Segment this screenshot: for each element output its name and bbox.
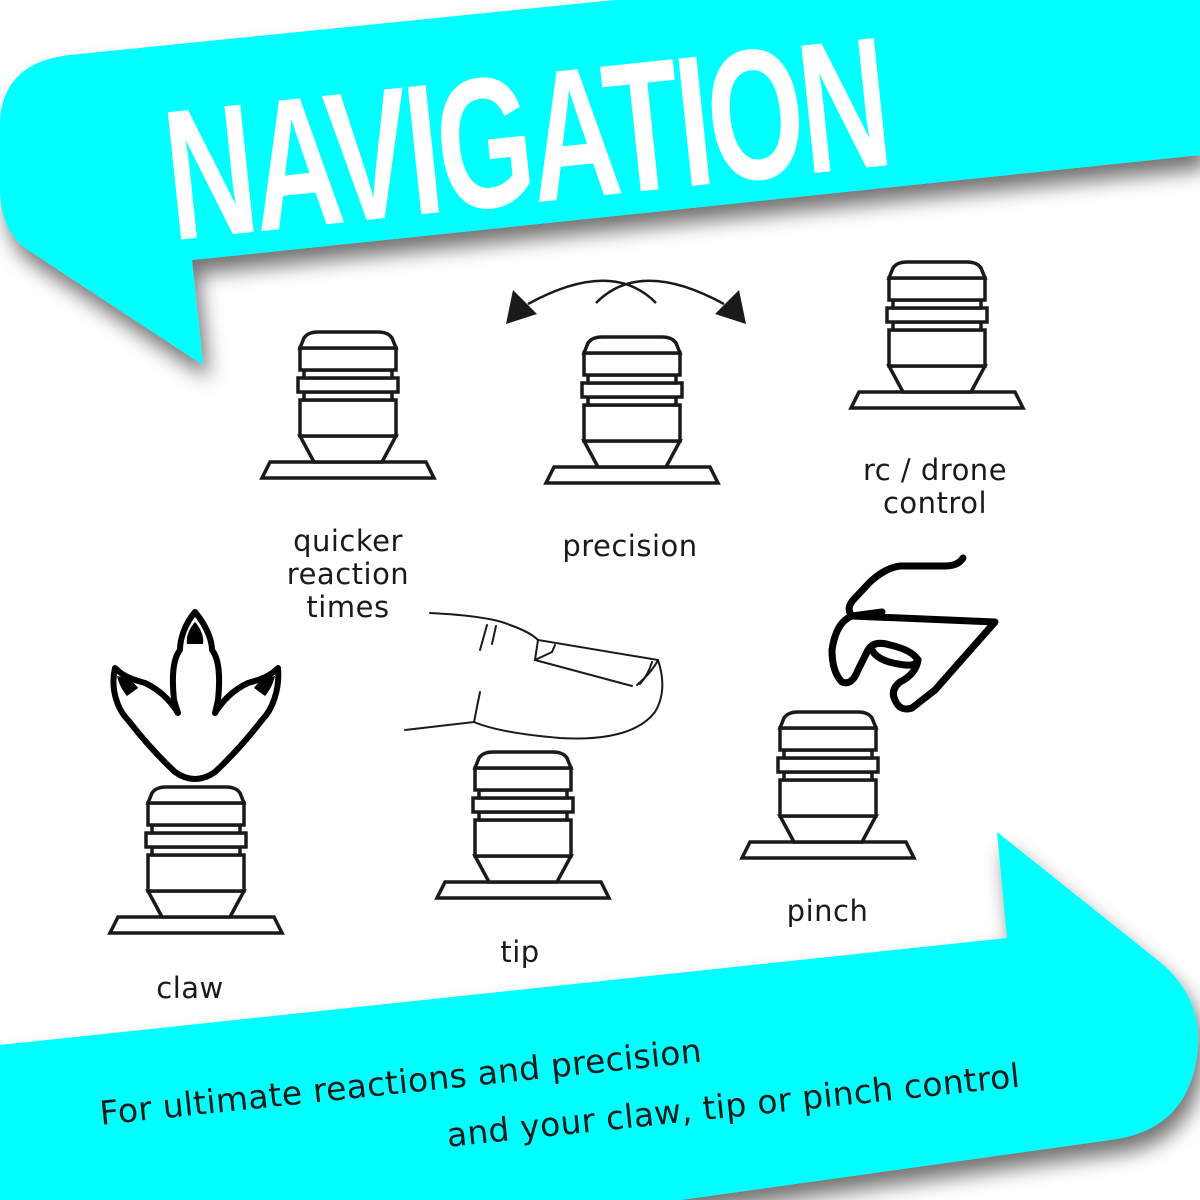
thumbstick-icon-precision xyxy=(544,335,720,485)
label-line: tip xyxy=(500,935,540,969)
label-pinch: pinch xyxy=(765,895,890,928)
thumbstick-icon-tip xyxy=(435,750,611,900)
label-line: pinch xyxy=(786,894,869,928)
label-line: times xyxy=(306,590,390,624)
thumbstick-icon-claw xyxy=(108,785,284,935)
label-line: reaction xyxy=(286,557,410,591)
thumbstick-icon-pinch xyxy=(740,710,916,860)
label-tip: tip xyxy=(480,936,560,969)
label-rc: rc / drone control xyxy=(840,454,1030,520)
label-quicker: quicker reaction times xyxy=(268,525,428,624)
label-line: quicker xyxy=(293,524,403,558)
top-banner xyxy=(0,0,1200,365)
swivel-arrows-icon xyxy=(506,279,746,324)
bottom-banner xyxy=(0,832,1199,1200)
label-claw: claw xyxy=(130,972,250,1005)
label-line: rc / drone xyxy=(862,453,1008,487)
label-line: control xyxy=(882,486,988,520)
fingertip-icon xyxy=(404,612,664,740)
label-precision: precision xyxy=(540,530,720,563)
label-line: precision xyxy=(562,529,698,563)
pinching-hand-icon xyxy=(828,554,999,713)
label-line: claw xyxy=(156,971,224,1005)
claw-footprint-icon xyxy=(110,609,282,782)
thumbstick-icon-quicker xyxy=(260,330,436,480)
thumbstick-icon-rc xyxy=(849,260,1025,410)
